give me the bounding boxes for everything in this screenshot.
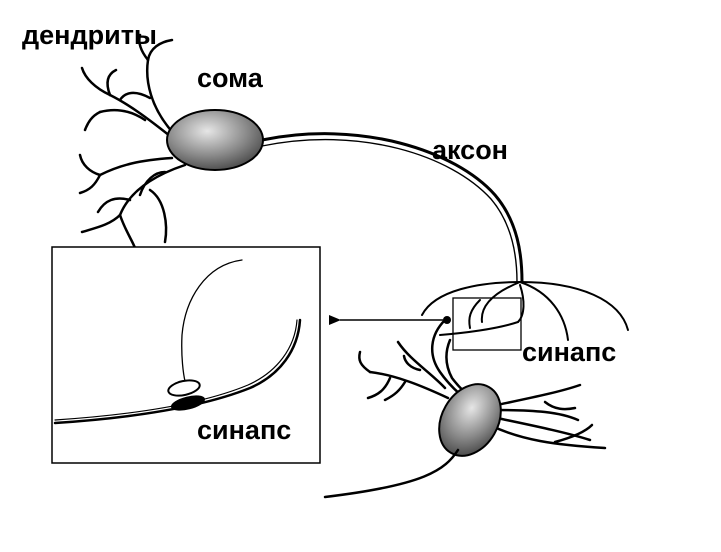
- inset-dendrite-inner: [54, 319, 298, 421]
- postsynaptic-density: [170, 395, 206, 411]
- presynaptic-bouton: [167, 379, 201, 397]
- lower-axon: [323, 448, 460, 499]
- soma-label: сома: [197, 63, 264, 93]
- axon-label: аксон: [432, 135, 508, 165]
- synapse-point: [443, 316, 451, 324]
- axon: [260, 132, 524, 284]
- axon-terminal-arbor: [421, 281, 629, 341]
- lower-dendrites: [358, 340, 607, 450]
- lower-soma: [438, 383, 502, 457]
- inset-axon-terminal: [181, 259, 243, 386]
- inset-synapse-label: синапс: [197, 415, 291, 445]
- dendrites-label: дендриты: [22, 20, 157, 50]
- inset-frame: [51, 246, 321, 464]
- upper-soma: [166, 109, 264, 171]
- synapse-zoom-box: [452, 297, 522, 351]
- synapse-label: синапс: [522, 337, 616, 367]
- inset-dendrite: [53, 318, 302, 425]
- axon-outline: [261, 138, 518, 283]
- upper-dendrites: [78, 33, 187, 250]
